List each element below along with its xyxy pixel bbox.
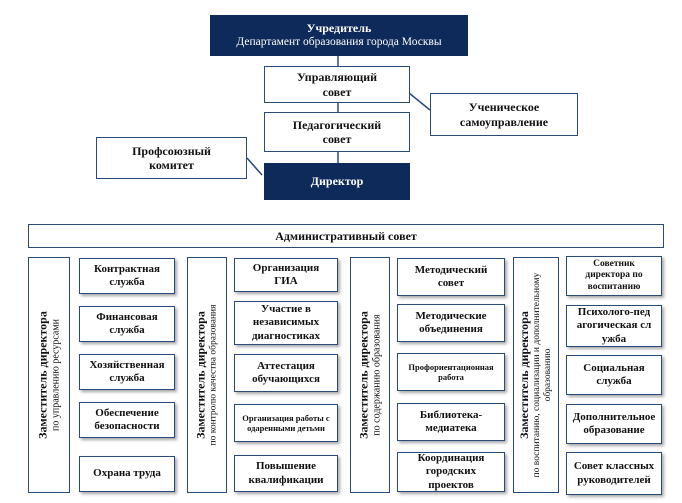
- unit-label: Повышение квалификации: [248, 460, 324, 486]
- unit-methodical-council: Методический совет: [397, 258, 505, 296]
- unit-methodical-associations: Методические объединения: [397, 304, 505, 342]
- trade-union-box: Профсоюзный комитет: [96, 137, 247, 179]
- unit-label: Психолого-педагогическая служба: [576, 306, 652, 345]
- unit-label: Охрана труда: [93, 467, 161, 480]
- trade-union-label: Профсоюзный комитет: [132, 143, 211, 172]
- deputy-content-subtitle: по содержанию образования: [371, 314, 383, 436]
- unit-label: Методический совет: [414, 263, 488, 289]
- unit-label: Организация ГИА: [252, 261, 320, 287]
- admin-council-box: Административный совет: [28, 224, 664, 248]
- unit-label: Обеспечение безопасности: [94, 406, 160, 432]
- unit-label: Участие в независимых диагностиках: [251, 303, 321, 342]
- deputy-quality-box: Заместитель директора по контролю качест…: [187, 257, 227, 493]
- unit-label: Организация работы с одаренными детьми: [242, 412, 330, 433]
- deputy-upbringing-subtitle: по воспитанию, социализации и дополнител…: [531, 272, 553, 478]
- unit-social-service: Социальная служба: [566, 355, 662, 395]
- deputy-quality-subtitle: по контролю качества образования: [208, 304, 219, 446]
- unit-label: Дополнительное образование: [572, 410, 656, 436]
- unit-label: Методические объединения: [415, 309, 487, 335]
- unit-library: Библиотека-медиатека: [397, 403, 505, 441]
- unit-label: Координация городских проектов: [417, 452, 485, 491]
- unit-city-projects: Координация городских проектов: [397, 452, 505, 492]
- unit-label: Хозяйственная служба: [89, 358, 165, 384]
- unit-additional-education: Дополнительное образование: [566, 404, 662, 444]
- unit-label: Социальная служба: [583, 361, 645, 387]
- unit-label: Профориентационная работа: [408, 361, 494, 382]
- unit-security: Обеспечение безопасности: [79, 402, 175, 438]
- founder-title: Учредитель: [306, 21, 372, 36]
- pedagogical-council-label: Педагогический совет: [292, 117, 382, 146]
- unit-finance-service: Финансовая служба: [79, 306, 175, 342]
- unit-gifted-children: Организация работы с одаренными детьми: [234, 404, 338, 442]
- unit-qualification: Повышение квалификации: [234, 455, 338, 492]
- unit-gia: Организация ГИА: [234, 258, 338, 292]
- deputy-upbringing-box: Заместитель директора по воспитанию, соц…: [513, 257, 559, 493]
- unit-career-guidance: Профориентационная работа: [397, 353, 505, 391]
- founder-box: Учредитель Департамент образования город…: [210, 15, 468, 56]
- unit-labor-protection: Охрана труда: [79, 456, 175, 492]
- unit-independent-diagnostics: Участие в независимых диагностиках: [234, 301, 338, 345]
- unit-student-attestation: Аттестация обучающихся: [234, 354, 338, 392]
- governing-council-box: Управляющий совет: [264, 66, 410, 103]
- student-self-government-box: Ученическое самоуправление: [430, 93, 578, 136]
- deputy-content-box: Заместитель директора по содержанию обра…: [350, 257, 390, 493]
- unit-psychological-service: Психолого-педагогическая служба: [566, 305, 662, 347]
- unit-label: Совет классных руководителей: [573, 460, 655, 486]
- deputy-quality-title: Заместитель директора: [193, 311, 208, 439]
- deputy-content-title: Заместитель директора: [356, 311, 371, 439]
- pedagogical-council-box: Педагогический совет: [264, 112, 410, 152]
- unit-label: Библиотека-медиатека: [419, 408, 483, 434]
- deputy-resources-box: Заместитель директора по управлению ресу…: [28, 257, 70, 493]
- unit-label: Финансовая служба: [96, 310, 158, 336]
- founder-subtitle: Департамент образования города Москвы: [236, 35, 442, 48]
- director-label: Директор: [310, 174, 364, 189]
- deputy-upbringing-title: Заместитель директора: [517, 311, 532, 439]
- deputy-resources-title: Заместитель директора: [35, 311, 50, 439]
- unit-class-teachers-council: Совет классных руководителей: [566, 452, 662, 495]
- deputy-resources-subtitle: по управлению ресурсами: [50, 318, 62, 432]
- unit-label: Советник директора по воспитанию: [585, 258, 643, 292]
- unit-advisor-upbringing: Советник директора по воспитанию: [566, 256, 662, 296]
- director-box: Директор: [264, 163, 410, 200]
- student-self-government-label: Ученическое самоуправление: [459, 100, 549, 129]
- unit-label: Аттестация обучающихся: [252, 359, 320, 385]
- unit-maintenance-service: Хозяйственная служба: [79, 354, 175, 390]
- admin-council-label: Административный совет: [275, 228, 417, 243]
- governing-council-label: Управляющий совет: [296, 70, 378, 99]
- unit-contract-service: Контрактная служба: [79, 258, 175, 294]
- unit-label: Контрактная служба: [94, 262, 160, 288]
